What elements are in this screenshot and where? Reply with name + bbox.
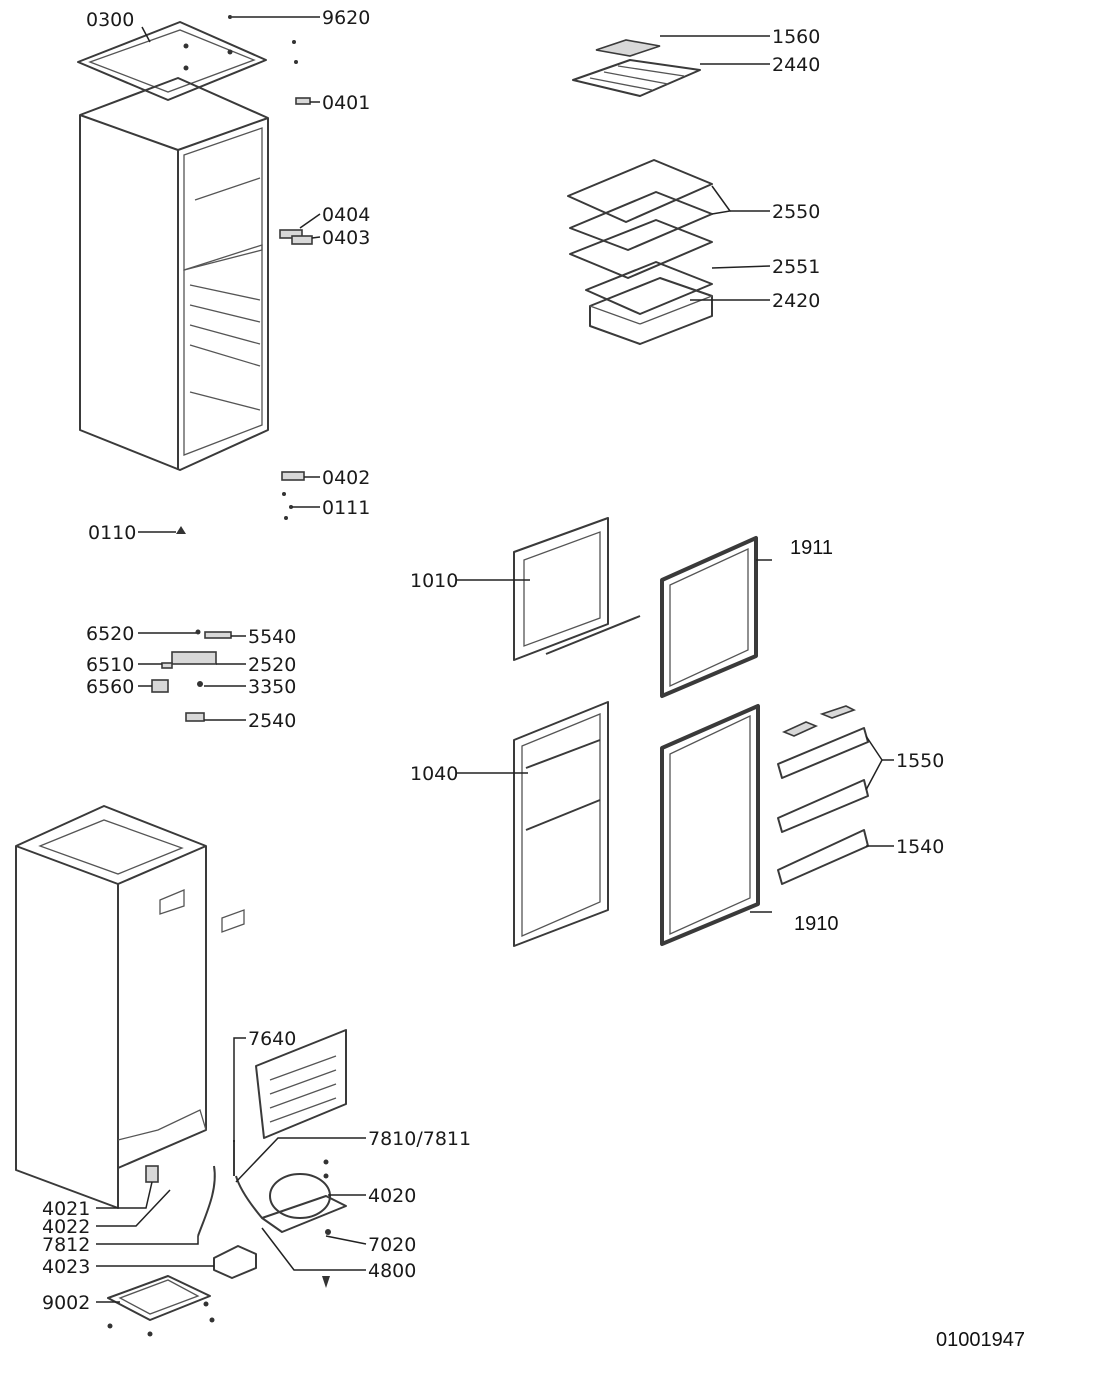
freezer-gasket-1911 <box>660 536 758 698</box>
crisper-2420 <box>589 277 713 345</box>
label-2520: 2520 <box>248 654 296 676</box>
label-4021: 4021 <box>42 1198 90 1220</box>
compressor-4020 <box>261 1159 347 1288</box>
label-2420: 2420 <box>772 290 820 312</box>
label-6520: 6520 <box>86 623 134 645</box>
cabinet-upper <box>79 77 269 471</box>
label-4020: 4020 <box>368 1185 416 1207</box>
label-1910: 1910 <box>794 913 839 935</box>
top-cover-0300 <box>77 21 267 101</box>
label-7020: 7020 <box>368 1234 416 1256</box>
label-2551: 2551 <box>772 256 820 278</box>
label-9620: 9620 <box>322 7 370 29</box>
label-6510: 6510 <box>86 654 134 676</box>
label-1010: 1010 <box>410 570 458 592</box>
label-2550: 2550 <box>772 201 820 223</box>
label-7640: 7640 <box>248 1028 296 1050</box>
label-9002: 9002 <box>42 1292 90 1314</box>
door-balconies <box>777 705 869 885</box>
label-0111: 0111 <box>322 497 370 519</box>
label-2440: 2440 <box>772 54 820 76</box>
label-7812: 7812 <box>42 1234 90 1256</box>
freezer-door-1010 <box>513 517 641 661</box>
egg-tray-1560 <box>595 39 661 57</box>
label-0403: 0403 <box>322 227 370 249</box>
label-4800: 4800 <box>368 1260 416 1282</box>
label-2540: 2540 <box>248 710 296 732</box>
label-0300: 0300 <box>86 9 134 31</box>
label-1550: 1550 <box>896 750 944 772</box>
glass-shelves-2550 <box>567 159 713 279</box>
fridge-door-1040 <box>513 701 609 947</box>
label-0110: 0110 <box>88 522 136 544</box>
label-0401: 0401 <box>322 92 370 114</box>
label-7810-7811: 7810/7811 <box>368 1128 471 1150</box>
shelf-2551 <box>585 261 713 315</box>
hinge-parts <box>176 97 313 534</box>
label-1911: 1911 <box>790 537 833 559</box>
label-0402: 0402 <box>322 467 370 489</box>
relay-box-4023 <box>213 1245 257 1279</box>
label-1560: 1560 <box>772 26 820 48</box>
label-3350: 3350 <box>248 676 296 698</box>
screws-9620 <box>228 15 298 64</box>
fridge-gasket-1910 <box>660 704 760 946</box>
label-5540: 5540 <box>248 626 296 648</box>
label-6560: 6560 <box>86 676 134 698</box>
cabinet-rear <box>15 805 245 1209</box>
label-4022: 4022 <box>42 1216 90 1238</box>
thermostat-parts <box>151 629 232 722</box>
label-4023: 4023 <box>42 1256 90 1278</box>
wiring-7812 <box>197 1165 263 1237</box>
condenser-7640 <box>233 1029 347 1176</box>
label-1540: 1540 <box>896 836 944 858</box>
ice-tray-2440 <box>572 59 701 97</box>
label-1040: 1040 <box>410 763 458 785</box>
base-plate-9002 <box>107 1275 215 1337</box>
document-number: 01001947 <box>936 1329 1025 1351</box>
label-0404: 0404 <box>322 204 370 226</box>
